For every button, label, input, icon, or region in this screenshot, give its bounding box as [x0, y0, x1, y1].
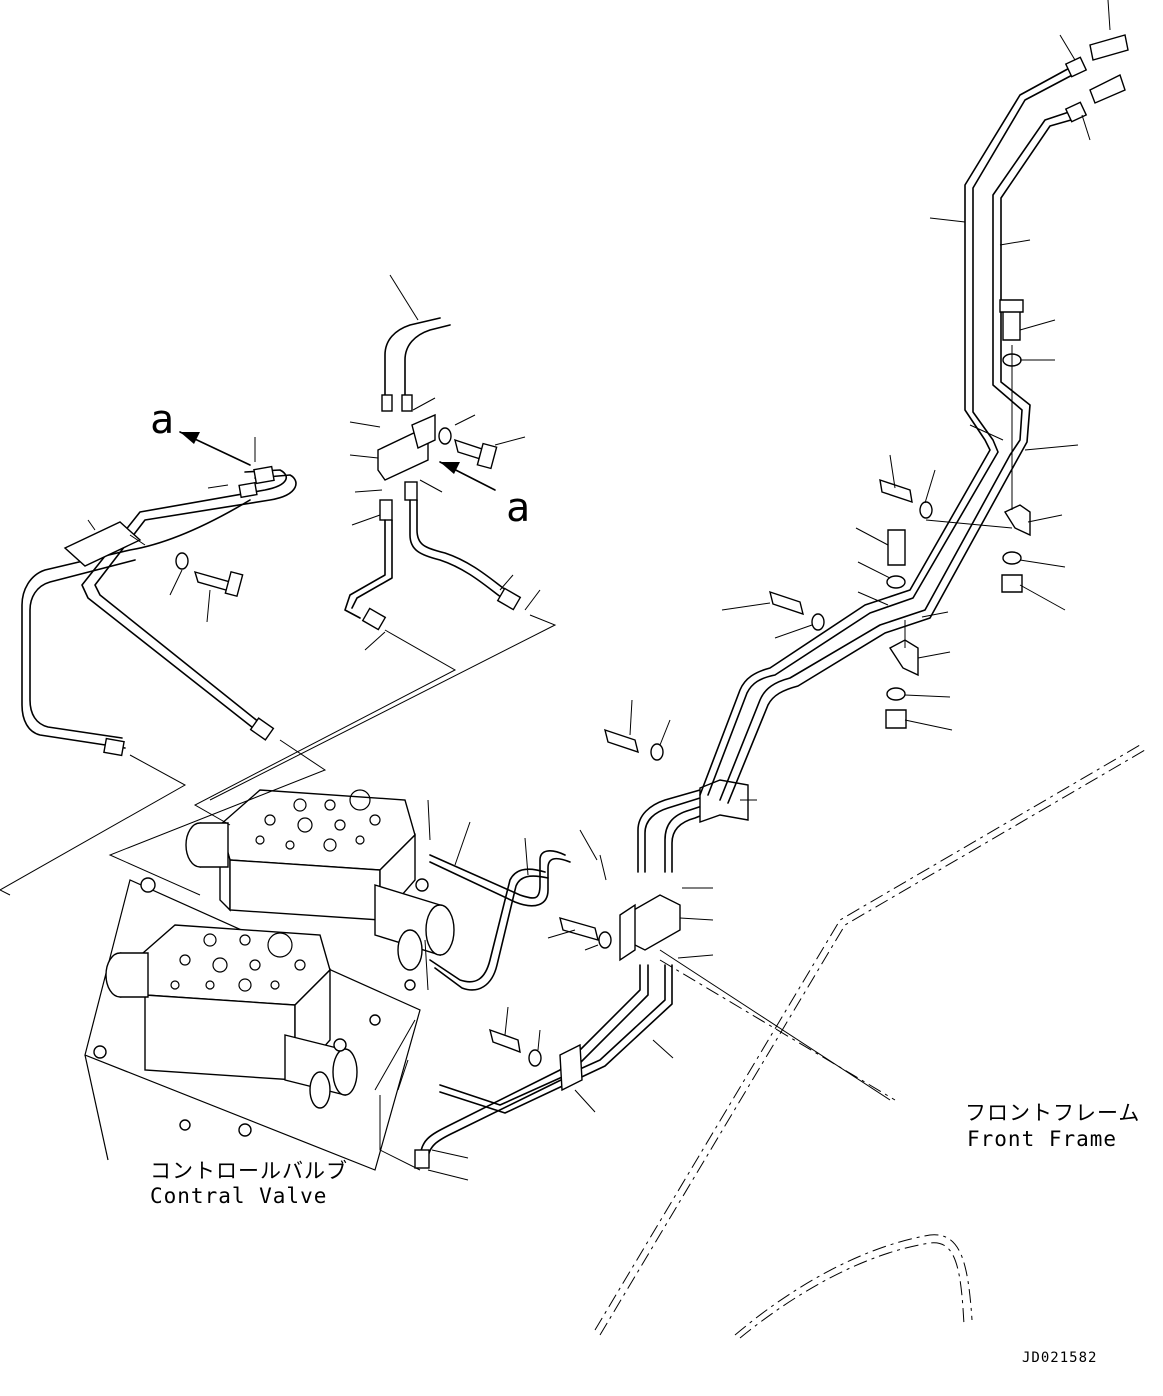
control-valve-label-jp: コントロールバルブ — [150, 1159, 348, 1183]
control-valve-label-en: Contral Valve — [150, 1184, 328, 1208]
control-valve — [84, 789, 455, 1171]
left-tube-assembly — [21, 465, 297, 757]
centre-upper-block — [179, 274, 541, 651]
reference-lines — [0, 614, 891, 1171]
front-frame-label-en: Front Frame — [967, 1127, 1118, 1151]
front-frame-label-jp: フロントフレーム — [965, 1101, 1141, 1125]
right-tube-assembly — [699, 0, 1129, 804]
callout-a-right: a — [506, 485, 531, 531]
drawing-code: JD021582 — [1022, 1350, 1098, 1366]
front-frame-outline — [594, 744, 1146, 1339]
callout-a-left: a — [150, 397, 175, 443]
centre-lower-tubes — [397, 699, 757, 1181]
